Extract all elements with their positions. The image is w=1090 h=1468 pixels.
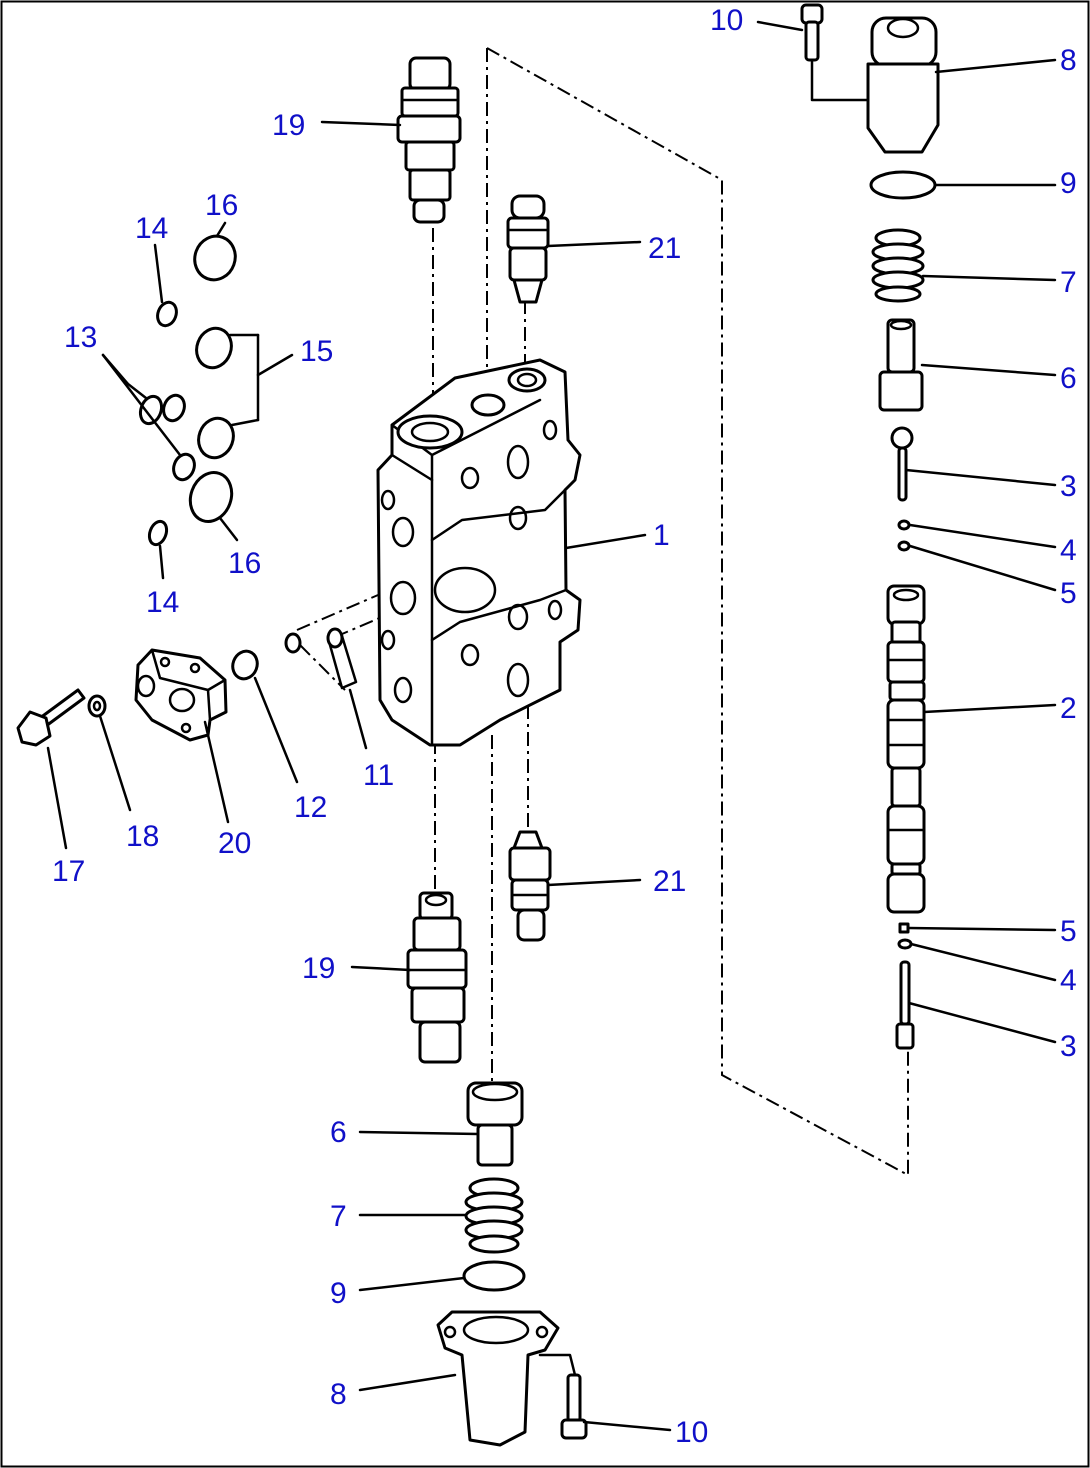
relief-valve-bottom: [406, 891, 468, 1064]
valve-body: [376, 358, 582, 747]
callout-label: 21: [648, 232, 681, 265]
callout-label: 10: [675, 1416, 708, 1449]
callout-label: 16: [228, 547, 261, 580]
callout-label: 3: [1060, 470, 1077, 503]
callout-label: 4: [1060, 964, 1077, 997]
assembly-guide-lines: [296, 47, 909, 1177]
callout-label: 3: [1060, 1030, 1077, 1063]
callout-label: 17: [52, 855, 85, 888]
callout-label: 5: [1060, 915, 1077, 948]
callout-label: 15: [300, 335, 333, 368]
callout-label: 8: [330, 1378, 347, 1411]
callout-label: 10: [710, 4, 743, 37]
callout-label: 16: [205, 189, 238, 222]
callout-label: 20: [218, 827, 251, 860]
callout-label: 21: [653, 865, 686, 898]
callout-label: 19: [272, 109, 305, 142]
callout-label: 14: [146, 586, 179, 619]
check-valve-bottom: [508, 830, 552, 942]
callout-label: 7: [1060, 266, 1077, 299]
callout-label: 18: [126, 820, 159, 853]
callout-label: 12: [294, 791, 327, 824]
callout-label: 14: [135, 212, 168, 245]
callout-label: 6: [330, 1116, 347, 1149]
callout-label: 1: [653, 519, 670, 552]
seal-parts-11-12: [231, 627, 358, 690]
callout-label: 7: [330, 1200, 347, 1233]
seal-kit: [138, 234, 237, 547]
callout-label: 13: [64, 321, 97, 354]
callout-label: 9: [1060, 167, 1077, 200]
callout-label: 6: [1060, 362, 1077, 395]
spring-cap-assembly-bottom: [436, 1081, 588, 1447]
callout-label: 19: [302, 952, 335, 985]
callout-label: 8: [1060, 44, 1077, 77]
callout-label: 5: [1060, 577, 1077, 610]
callout-label: 11: [363, 759, 394, 792]
callout-label: 2: [1060, 692, 1077, 725]
callout-label: 9: [330, 1277, 347, 1310]
flange-block: [16, 648, 228, 747]
callout-labels: 10 8 9 7 6 3 4 5 2 5 4 3 19 16 14 21 13 …: [52, 4, 1077, 1449]
callout-label: 4: [1060, 534, 1077, 567]
relief-valve-top: [396, 56, 462, 224]
spool-assembly-right: [800, 3, 940, 1050]
check-valve-top: [506, 194, 550, 304]
leader-lines: [46, 20, 1057, 1432]
